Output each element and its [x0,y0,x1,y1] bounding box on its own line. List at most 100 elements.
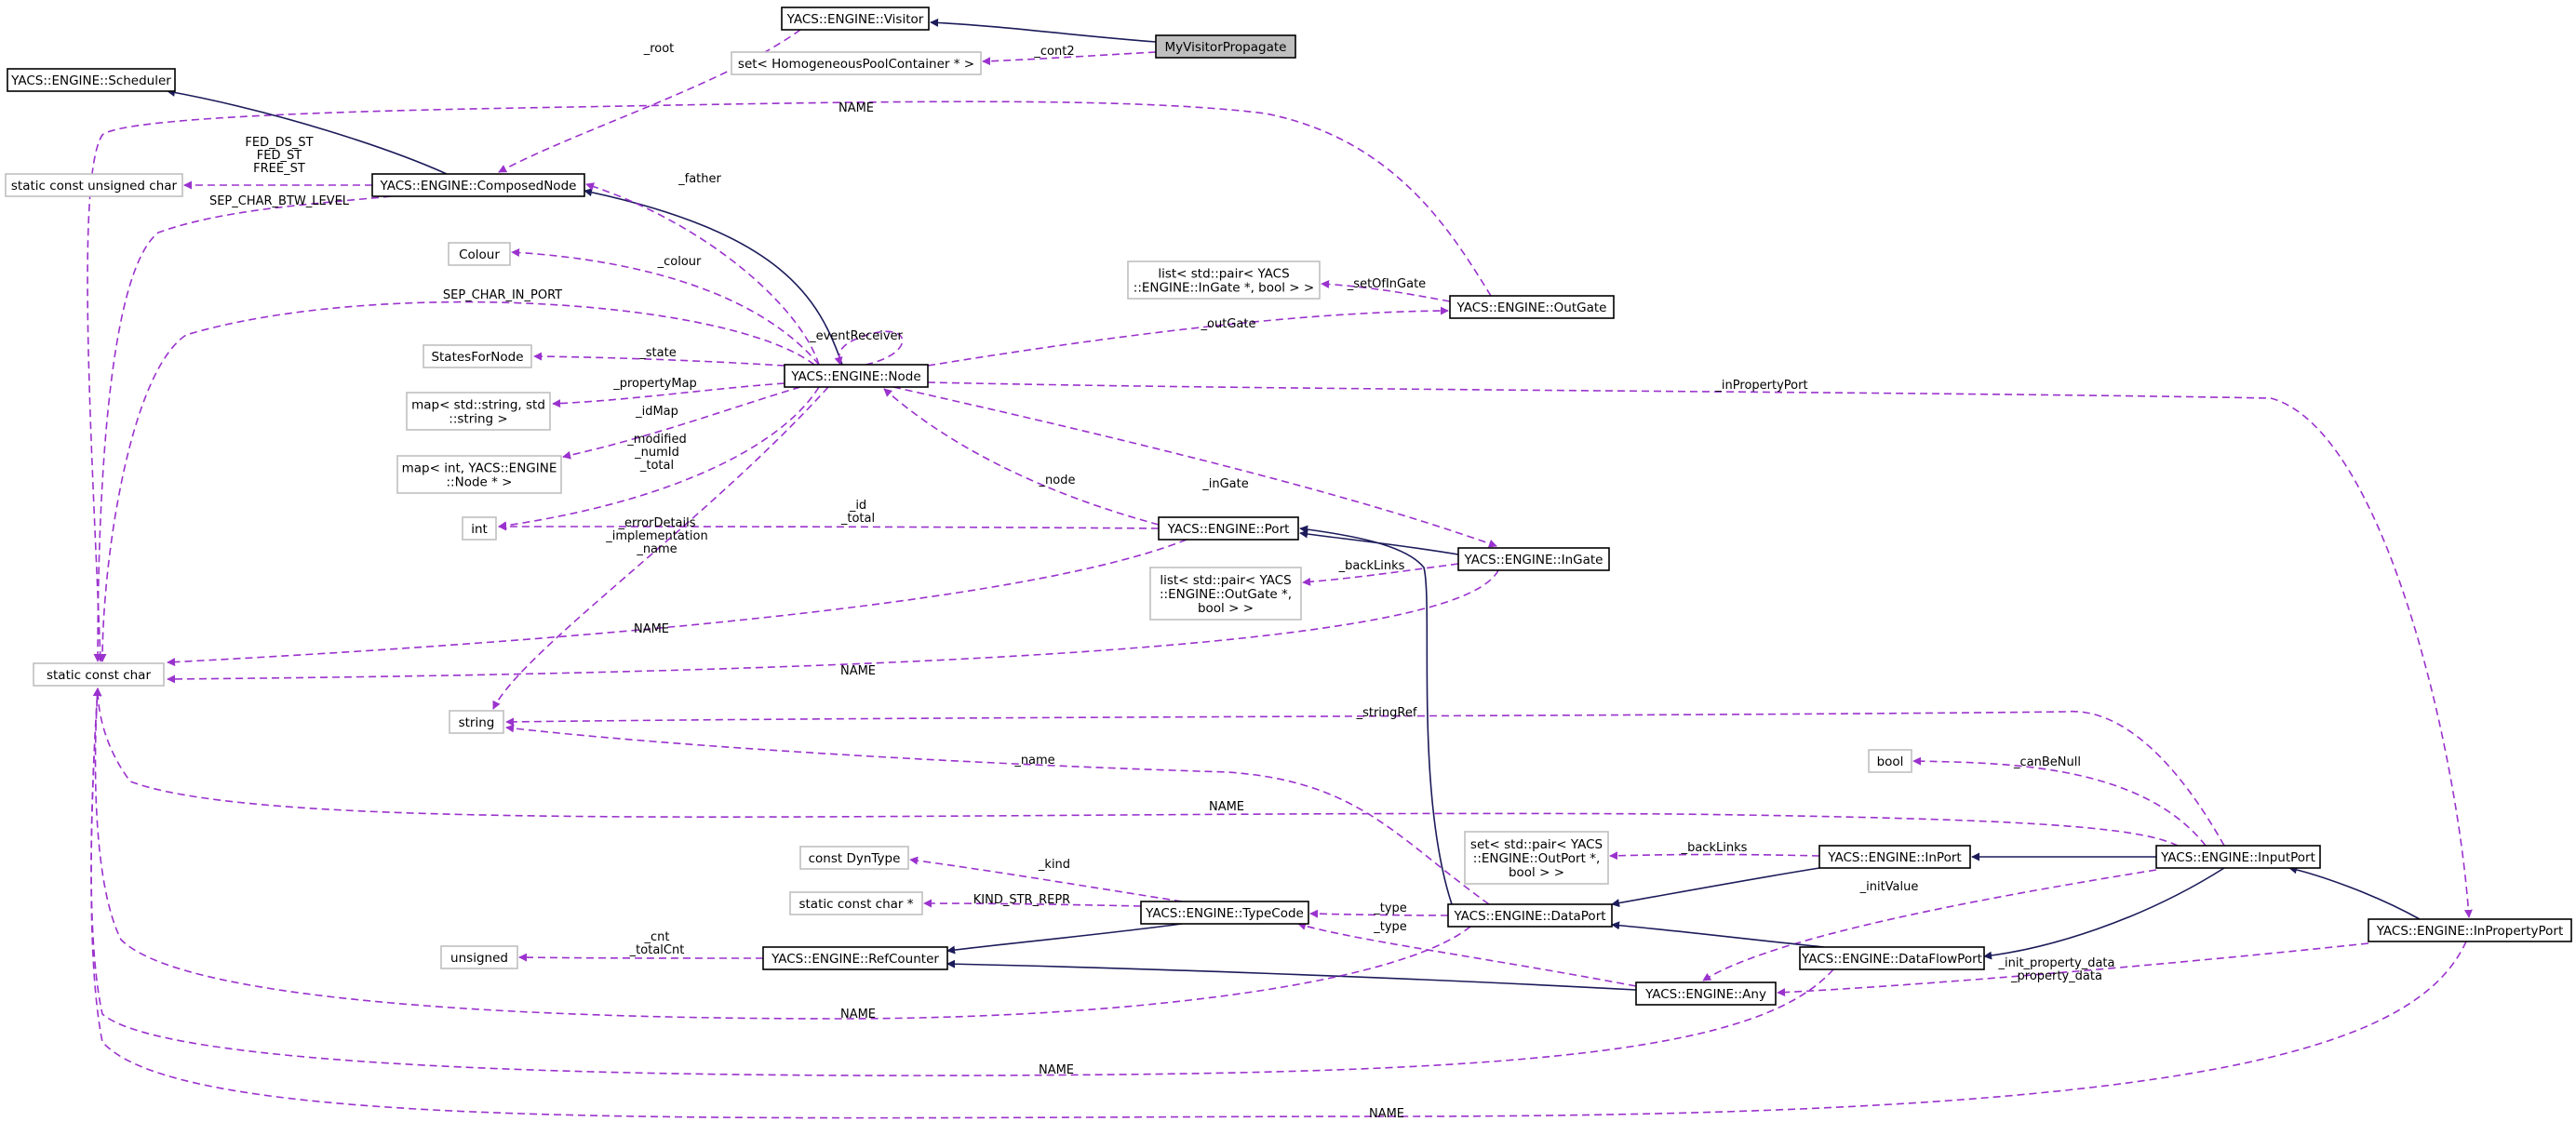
edge-path [930,18,1157,43]
node-scheduler[interactable]: YACS::ENGINE::Scheduler [7,68,176,92]
node-label-line: YACS::ENGINE::DataFlowPort [1801,952,1982,967]
edge-label-line: _initValue [1859,880,1919,894]
edge-myvisitor-to-composed: _root [498,29,801,173]
edge-myvisitor-to-visitor [930,18,1157,43]
edge-inpropertyport-to-any: _init_property_data_property_data [1777,942,2369,997]
node-myvisitor[interactable]: MyVisitorPropagate [1155,34,1296,59]
edge-label-line: _kind [1038,858,1070,872]
edge-label: _setOfInGate [1347,277,1426,291]
edge-path [552,382,785,408]
edge-label-line: NAME [840,664,876,678]
edge-label: _idMap [635,405,678,419]
edge-path [1299,525,1453,905]
node-label: YACS::ENGINE::Scheduler [10,73,171,88]
node-label-line: YACS::ENGINE::InputPort [2160,850,2315,865]
node-label-line: static const char * [798,897,913,912]
edge-label: _eventReceiver [809,329,903,343]
edge-inputport-to-any: _initValue [1702,869,2157,981]
edge-typecode-to-refcounter [946,923,1183,955]
edge-node-to-statesfornode: _state [533,346,785,367]
node-label: YACS::ENGINE::OutGate [1456,300,1607,315]
node-dataflowport[interactable]: YACS::ENGINE::DataFlowPort [1799,946,1985,970]
node-label-line: YACS::ENGINE::Visitor [786,12,924,27]
node-label-line: YACS::ENGINE::TypeCode [1145,906,1304,921]
node-box [1155,34,1296,59]
node-label: int [471,522,488,537]
node-label: set< HomogeneousPoolContainer * > [738,57,974,72]
node-label-line: YACS::ENGINE::Any [1644,987,1766,1002]
edge-inputport-to-bool: _canBeNull [1912,755,2207,847]
node-box [762,946,948,970]
edge-path [1912,756,2207,847]
node-visitor[interactable]: YACS::ENGINE::Visitor [781,7,930,31]
node-dataport[interactable]: YACS::ENGINE::DataPort [1447,903,1613,928]
edge-label-line: _cnt [644,930,670,944]
edge-path [927,306,1449,367]
node-label: YACS::ENGINE::RefCounter [771,952,939,967]
edge-node-to-scc-sepinport: SEP_CHAR_IN_PORT [98,288,815,662]
node-sccp: static const char * [789,891,923,915]
edge-path [167,88,448,175]
edge-path [492,386,829,710]
node-label-line: bool > > [1509,865,1564,880]
edge-label-line: _canBeNull [2013,755,2081,769]
edge-node-to-inpropertyport: _inPropertyPort [927,379,2473,918]
node-box [371,173,585,197]
edge-any-to-typecode: _type [1297,920,1637,987]
node-setpool: set< HomogeneousPoolContainer * > [731,51,982,75]
node-label-line: YACS::ENGINE::InPropertyPort [2376,924,2564,939]
edge-label-line: FREE_ST [253,162,305,176]
node-box [2155,845,2321,869]
node-refcounter[interactable]: YACS::ENGINE::RefCounter [762,946,948,970]
node-label-line: YACS::ENGINE::InPort [1827,850,1961,865]
node-label-line: set< HomogeneousPoolContainer * > [738,57,974,72]
edge-refcounter-to-unsigned: _cnt_totalCnt [518,930,764,962]
edge-node-to-composed-father: _father [585,172,820,366]
node-label: StatesForNode [431,350,523,365]
edge-path [98,300,815,662]
node-inpropertyport[interactable]: YACS::ENGINE::InPropertyPort [2368,918,2572,942]
node-outgate[interactable]: YACS::ENGINE::OutGate [1449,295,1615,319]
edge-inport-to-dataport [1611,867,1820,908]
node-box [731,51,982,75]
edge-label-line: _cont2 [1033,45,1074,59]
edge-label: _cont2 [1033,45,1074,59]
node-node[interactable]: YACS::ENGINE::Node [784,364,929,388]
edge-label-line: _father [678,172,721,186]
edge-path [505,711,2225,847]
node-composed[interactable]: YACS::ENGINE::ComposedNode [371,173,585,197]
node-label-line: Colour [459,247,500,262]
edge-path [946,959,1637,991]
node-label-line: ::ENGINE::InGate *, bool > > [1134,281,1314,296]
node-typecode[interactable]: YACS::ENGINE::TypeCode [1140,901,1309,925]
edge-label-line: NAME [840,1008,876,1022]
edge-label: NAME [840,1008,876,1022]
node-label: map< std::string, std::string > [411,398,545,427]
node-box [1799,946,1985,970]
edge-label: _state [638,346,676,360]
node-mapint: map< int, YACS::ENGINE::Node * > [396,455,562,494]
node-box [784,364,929,388]
node-any[interactable]: YACS::ENGINE::Any [1635,981,1777,1006]
edge-inputport-to-dataflowport [1983,867,2225,960]
edge-label-line: _node [1039,474,1076,487]
node-inputport[interactable]: YACS::ENGINE::InputPort [2155,845,2321,869]
node-label: YACS::ENGINE::InputPort [2160,850,2315,865]
node-port[interactable]: YACS::ENGINE::Port [1158,516,1299,541]
node-label: static const char [47,668,151,683]
node-label-line: YACS::ENGINE::Port [1167,522,1290,537]
node-label-line: static const char [47,668,151,683]
node-ingate[interactable]: YACS::ENGINE::InGate [1457,547,1610,571]
node-label-line: ::Node * > [447,475,513,490]
node-label-line: ::ENGINE::OutPort *, [1473,851,1600,866]
node-box [781,7,930,31]
edge-path [1609,851,1820,861]
node-inport[interactable]: YACS::ENGINE::InPort [1818,845,1971,869]
edge-label-line: _backLinks [1338,559,1405,573]
edge-dataport-to-typecode: _type [1309,901,1449,918]
edge-label: _errorDetails_implementation_name [605,516,708,556]
node-unsigned: unsigned [440,945,518,969]
edge-path [585,182,820,366]
node-label: YACS::ENGINE::InPort [1827,850,1961,865]
node-label: YACS::ENGINE::Node [790,369,920,384]
